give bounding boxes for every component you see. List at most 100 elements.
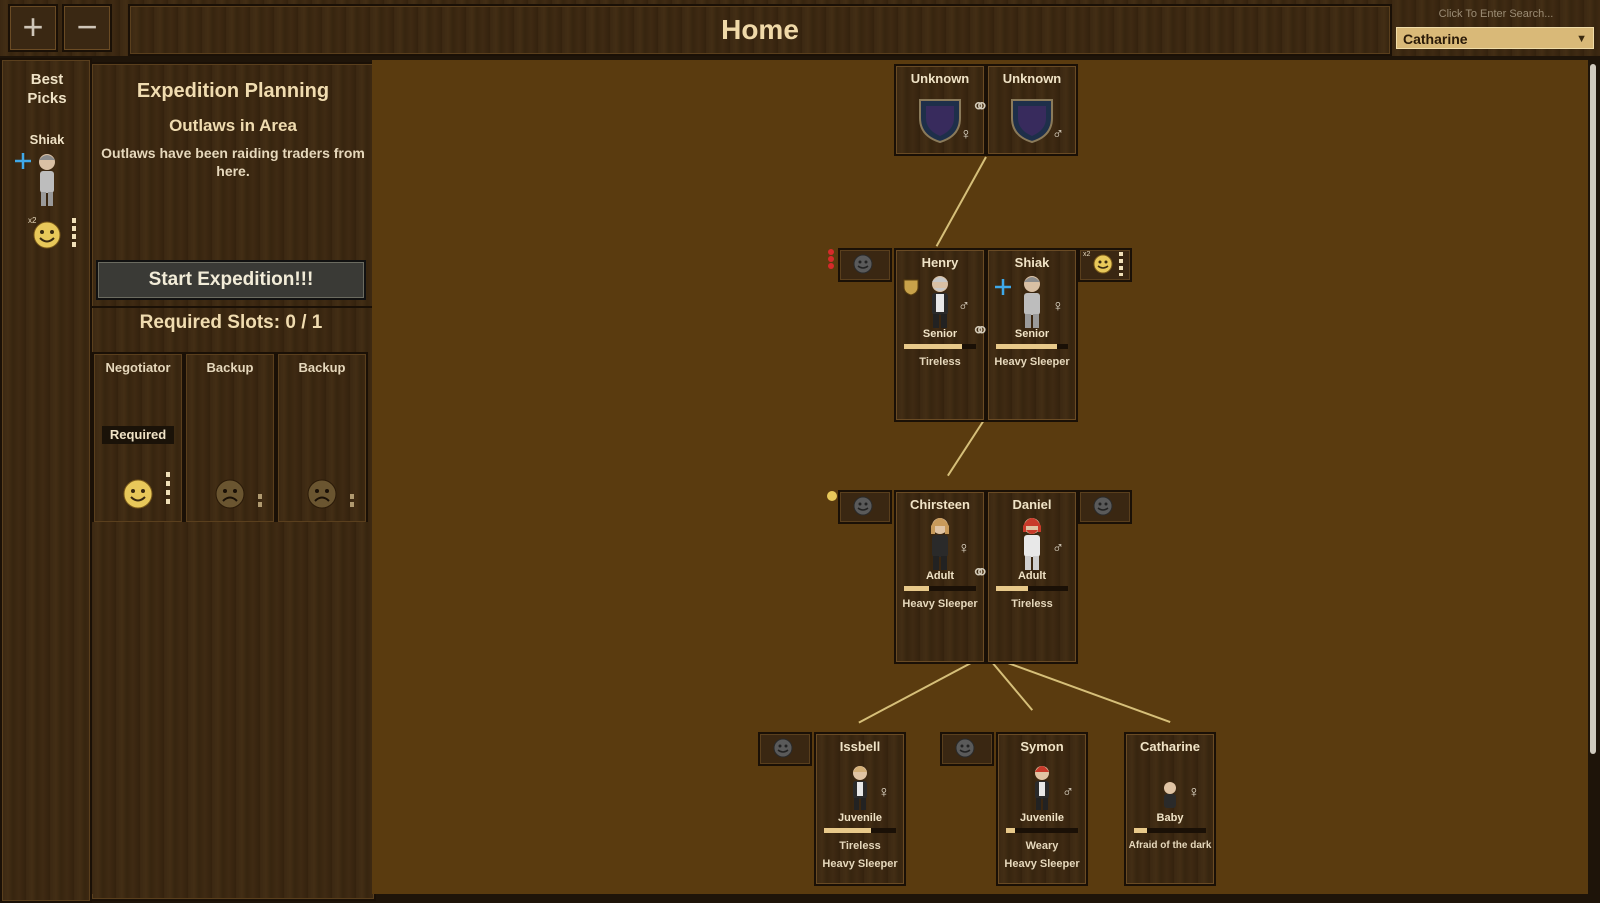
shield-icon xyxy=(919,99,961,144)
tree-connector xyxy=(947,416,987,477)
mood-meter-icon xyxy=(258,494,262,507)
mood-badge: x2 xyxy=(1083,251,1091,258)
health-bar xyxy=(1134,828,1206,833)
person-trait: Heavy Sleeper xyxy=(902,598,978,610)
search-hint: Click To Enter Search... xyxy=(1438,8,1554,20)
mood-box-daniel xyxy=(1078,490,1132,524)
person-trait: Afraid of the dark xyxy=(1128,840,1212,851)
person-card-unknown-1[interactable]: Unknown ♀ xyxy=(894,64,986,156)
panel-subtitle: Outlaws in Area xyxy=(169,116,297,135)
health-bar xyxy=(824,828,896,833)
chevron-down-icon: ▼ xyxy=(1576,33,1587,45)
person-age: Senior xyxy=(922,328,958,340)
tree-connector xyxy=(935,156,987,247)
shield-badge-icon xyxy=(903,279,919,296)
neutral-face-icon xyxy=(853,496,873,516)
person-card-issbell[interactable]: Issbell ♀ Juvenile Tireless Heavy Sleepe… xyxy=(814,732,906,886)
slot-backup-1[interactable]: Backup xyxy=(184,352,276,524)
panel-empty-area xyxy=(92,522,370,894)
female-icon: ♀ xyxy=(960,126,972,143)
scrollbar[interactable] xyxy=(1590,64,1596,754)
panel-title: Expedition Planning xyxy=(136,80,330,102)
person-card-unknown-2[interactable]: Unknown ♂ xyxy=(986,64,1078,156)
character-portrait-catharine xyxy=(1164,782,1176,808)
person-card-catharine[interactable]: Catharine ♀ Baby Afraid of the dark xyxy=(1124,732,1216,886)
zoom-in-button[interactable]: + xyxy=(8,4,58,52)
slot-backup-2[interactable]: Backup xyxy=(276,352,368,524)
character-portrait-chirsteen xyxy=(931,518,949,570)
warning-dots-icon xyxy=(828,249,834,269)
person-trait: Tireless xyxy=(1011,598,1053,610)
person-card-chirsteen[interactable]: Chirsteen ♀ Adult Heavy Sleeper xyxy=(894,490,986,664)
person-age: Adult xyxy=(925,570,955,582)
health-bar xyxy=(996,586,1068,591)
neutral-face-icon xyxy=(955,738,975,758)
marriage-rings-icon: ⚭ xyxy=(971,94,990,119)
person-age: Adult xyxy=(1017,570,1047,582)
zoom-out-button[interactable]: − xyxy=(62,4,112,52)
marriage-rings-icon: ⚭ xyxy=(971,560,990,585)
character-portrait-issbell xyxy=(853,766,867,810)
family-tree-canvas[interactable] xyxy=(372,60,1588,894)
happy-face-icon xyxy=(123,479,153,509)
mood-meter-icon xyxy=(350,494,354,507)
search-input[interactable]: Catharine ▼ xyxy=(1396,27,1594,49)
person-name: Chirsteen xyxy=(910,497,970,512)
female-icon: ♀ xyxy=(878,784,890,801)
mood-box-symon xyxy=(940,732,994,766)
start-expedition-button[interactable]: Start Expedition!!! xyxy=(96,260,366,300)
male-icon: ♂ xyxy=(1062,784,1074,801)
health-bar xyxy=(1006,828,1078,833)
mood-meter-icon xyxy=(166,472,170,504)
male-icon: ♂ xyxy=(1052,126,1064,143)
panel-description: Outlaws have been raiding traders from h… xyxy=(101,145,365,179)
character-portrait-daniel xyxy=(1023,518,1041,570)
person-name: Henry xyxy=(921,255,959,270)
character-portrait-shiak[interactable] xyxy=(34,152,60,208)
sad-face-icon xyxy=(307,479,337,509)
health-bar xyxy=(904,586,976,591)
female-icon: ♀ xyxy=(958,540,970,557)
person-trait: Tireless xyxy=(839,840,881,852)
neutral-face-icon xyxy=(773,738,793,758)
mood-box-henry xyxy=(838,248,892,282)
slot-label: Backup xyxy=(298,360,346,375)
best-picks-title-line1: Best xyxy=(30,71,64,88)
slot-negotiator[interactable]: Negotiator Required xyxy=(92,352,184,524)
person-card-symon[interactable]: Symon ♂ Juvenile Weary Heavy Sleeper xyxy=(996,732,1088,886)
health-bar xyxy=(996,344,1068,349)
person-age: Baby xyxy=(1156,812,1184,824)
character-portrait-henry xyxy=(932,276,948,328)
male-icon: ♂ xyxy=(1052,540,1064,557)
shield-icon xyxy=(1011,99,1053,144)
plus-icon xyxy=(15,153,31,169)
mood-meter-icon xyxy=(1119,252,1123,276)
happy-face-icon xyxy=(1093,254,1113,274)
person-card-shiak[interactable]: Shiak ♀ Senior Heavy Sleeper xyxy=(986,248,1078,422)
required-tag: Required xyxy=(102,426,174,444)
person-name: Catharine xyxy=(1140,739,1200,754)
person-card-daniel[interactable]: Daniel ♂ Adult Tireless xyxy=(986,490,1078,664)
male-icon: ♂ xyxy=(958,298,970,315)
person-trait: Weary xyxy=(1025,840,1059,852)
person-name: Shiak xyxy=(1014,255,1050,270)
search-value: Catharine xyxy=(1403,31,1468,47)
mood-box-chirsteen xyxy=(838,490,892,524)
tree-connector xyxy=(858,654,987,724)
sad-face-icon xyxy=(215,479,245,509)
slot-label: Negotiator xyxy=(105,360,171,375)
person-trait: Tireless xyxy=(919,356,961,368)
person-name: Daniel xyxy=(1012,497,1052,512)
person-name: Symon xyxy=(1020,739,1064,754)
person-age: Senior xyxy=(1014,328,1050,340)
female-icon: ♀ xyxy=(1052,298,1064,315)
best-picks-title-line2: Picks xyxy=(27,90,67,107)
health-bar xyxy=(904,344,976,349)
person-trait: Heavy Sleeper xyxy=(822,858,898,870)
person-name: Unknown xyxy=(1002,71,1062,86)
female-icon: ♀ xyxy=(1188,784,1200,801)
happy-face-icon xyxy=(33,221,61,249)
person-card-henry[interactable]: Henry ♂ Senior Tireless xyxy=(894,248,986,422)
character-portrait-shiak xyxy=(1024,276,1040,328)
